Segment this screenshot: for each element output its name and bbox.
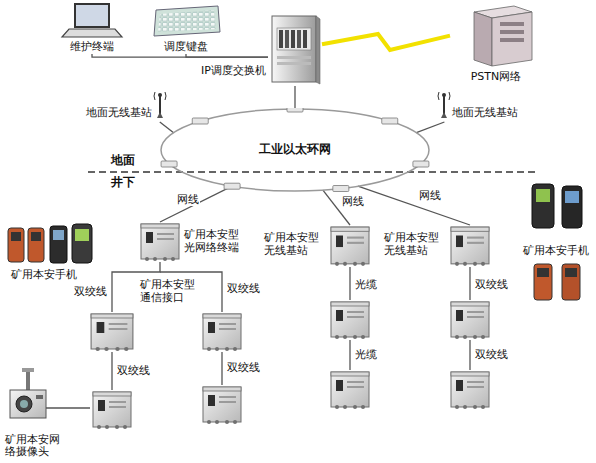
cable-label: 网线 (418, 189, 442, 202)
device-node: 调度键盘 (150, 2, 222, 54)
device-icon (90, 312, 134, 352)
text-label: 矿用本安手机 (522, 244, 590, 257)
device-node: 地面无线基站 (86, 88, 168, 122)
mine-devices (93, 302, 489, 429)
phone-icons (8, 184, 582, 300)
device-icon (450, 225, 490, 267)
network-cable (186, 54, 268, 57)
device-label: 矿用本安型无线基站 (384, 231, 446, 257)
network-cable (160, 186, 232, 222)
divider-line (88, 171, 535, 173)
text-label: 光缆 (354, 348, 378, 361)
device-label: PSTN网络 (450, 70, 542, 83)
network-cable (416, 122, 444, 133)
cable-wires (46, 267, 470, 408)
text-label: 双绞线 (474, 278, 509, 291)
text-label: 地面 (110, 154, 136, 167)
cable-label: 网线 (341, 195, 365, 208)
text-label: 双绞线 (116, 364, 151, 377)
device-label: 地面无线基站 (86, 106, 156, 119)
cable-label: 双绞线 (73, 285, 108, 298)
ring-network: 工业以太环网 (160, 108, 430, 192)
text-label: 双绞线 (226, 282, 261, 295)
device-label: 地面无线基站 (452, 106, 520, 119)
text-label: 井下 (110, 176, 136, 189)
device-label: 矿用本安型通信接口 (140, 278, 198, 304)
text-label: 双绞线 (226, 361, 261, 374)
device-node: 维护终端 (60, 2, 124, 54)
device-node: 矿用本安型光网络终端 (140, 222, 180, 262)
text-label: 双绞线 (474, 348, 509, 361)
device-node: 矿用本安型通信接口 (90, 312, 134, 352)
camera-icon (10, 368, 46, 418)
device-label: 工业以太环网 (160, 143, 430, 156)
device-label: 维护终端 (60, 40, 124, 53)
device-icon (330, 225, 370, 267)
device-label: IP调度交换机 (184, 64, 266, 77)
device-node: IP调度交换机 (268, 14, 322, 86)
network-cable (294, 86, 295, 109)
device-node: PSTN网络 (450, 2, 542, 86)
network-cable (92, 54, 268, 57)
device-icon (268, 14, 322, 86)
text-label: 矿用本安手机 (10, 268, 78, 281)
device-node: 矿用本安型无线基站 (450, 225, 490, 267)
cable-label: 网线 (176, 193, 200, 206)
text-label: 矿用本安网络摄像头 (4, 434, 64, 458)
network-cable (358, 186, 470, 225)
device-icon (140, 222, 180, 262)
device-node: 地面无线基站 (436, 88, 520, 122)
device-label: 调度键盘 (150, 40, 222, 53)
wireless-link (322, 34, 450, 50)
device-node: 矿用本安型无线基站 (330, 225, 370, 267)
device-label: 矿用本安型无线基站 (264, 231, 326, 257)
network-cable (160, 122, 174, 133)
text-label: 光缆 (354, 278, 378, 291)
device-label: 矿用本安型光网络终端 (184, 228, 246, 254)
